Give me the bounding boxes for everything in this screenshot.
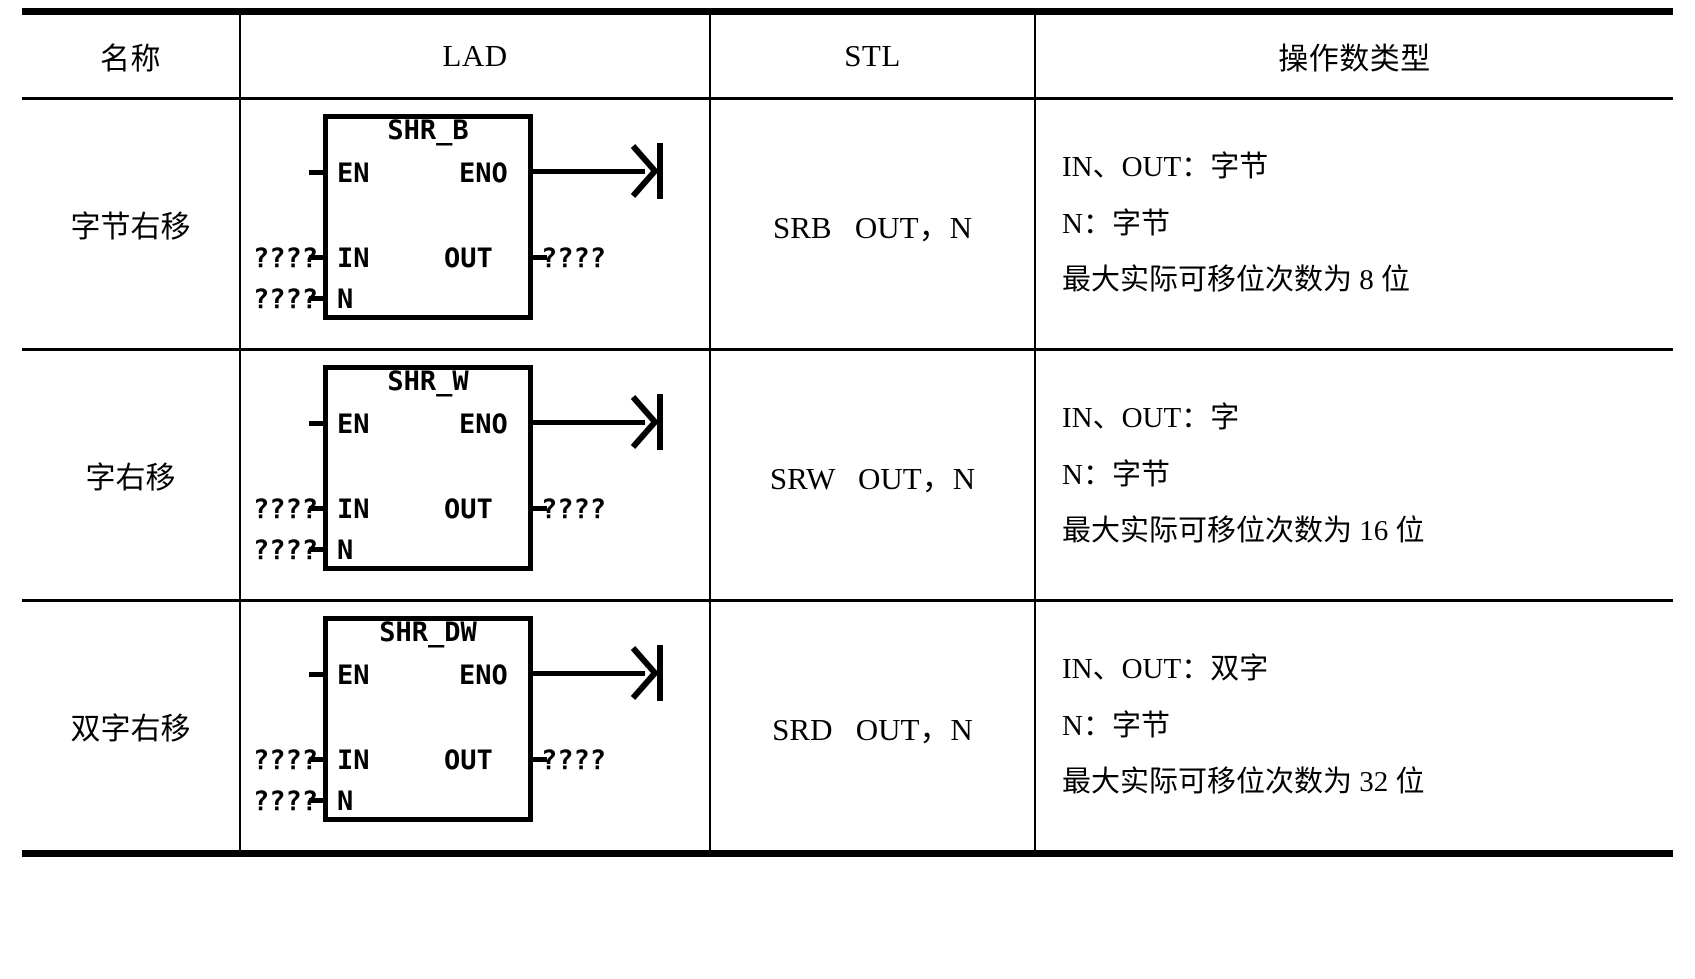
row-name-cell: 字右移	[22, 349, 241, 602]
operand-line: 最大实际可移位次数为 32 位	[1062, 766, 1425, 799]
row-stl-cell: SRB OUT，N	[709, 98, 1036, 351]
lad-arrow-icon	[630, 645, 663, 701]
lad-in-operand: ????	[253, 494, 319, 525]
lad-pin-en: EN	[337, 409, 370, 440]
lad-pin-en: EN	[337, 158, 370, 189]
lad-in-operand: ????	[253, 243, 319, 274]
row-lad-cell: SHR_DW EN ENO IN OUT N ???? ???? ????	[239, 600, 711, 857]
header-cell-stl: STL	[709, 8, 1036, 100]
header-name: 名称	[100, 43, 161, 76]
stl-instruction: SRD OUT，N	[772, 711, 973, 747]
lad-diagram: SHR_W EN ENO IN OUT N ???? ???? ????	[241, 351, 711, 599]
header-cell-name: 名称	[22, 8, 241, 100]
lad-pin-out: OUT	[444, 494, 493, 525]
row-stl-cell: SRW OUT，N	[709, 349, 1036, 602]
stl-instruction: SRW OUT，N	[769, 460, 976, 496]
lad-pin-n: N	[337, 535, 354, 566]
lad-function-block	[323, 114, 533, 320]
instruction-spec-table: 名称 LAD STL 操作数类型 字节右移 SHR_B EN E	[22, 8, 1673, 857]
lad-wire-en	[309, 170, 326, 175]
table-row: 双字右移 SHR_DW EN ENO IN OUT N ???? ???? ??…	[22, 600, 1673, 857]
row-operand-cell: IN、OUT：字节 N：字节 最大实际可移位次数为 8 位	[1034, 98, 1673, 351]
row-name-cell: 字节右移	[22, 98, 241, 351]
row-lad-cell: SHR_W EN ENO IN OUT N ???? ???? ????	[239, 349, 711, 602]
header-lad: LAD	[442, 38, 508, 73]
lad-wire-in	[309, 506, 326, 511]
lad-pin-n: N	[337, 786, 354, 817]
lad-wire-eno	[530, 671, 645, 676]
lad-wire-en	[309, 421, 326, 426]
instruction-name: 字右移	[85, 462, 176, 495]
operand-line: 最大实际可移位次数为 8 位	[1062, 264, 1411, 297]
table-row: 字节右移 SHR_B EN ENO IN OUT N ???? ???? ???…	[22, 98, 1673, 351]
lad-pin-eno: ENO	[459, 409, 508, 440]
lad-pin-en: EN	[337, 660, 370, 691]
lad-n-operand: ????	[253, 786, 319, 817]
lad-wire-in	[309, 757, 326, 762]
lad-wire-in	[309, 255, 326, 260]
header-cell-lad: LAD	[239, 8, 711, 100]
lad-n-operand: ????	[253, 535, 319, 566]
operand-line: N：字节	[1062, 458, 1170, 491]
lad-pin-n: N	[337, 284, 354, 315]
lad-pin-eno: ENO	[459, 158, 508, 189]
operand-type-list: IN、OUT：字节 N：字节 最大实际可移位次数为 8 位	[1036, 133, 1673, 315]
lad-in-operand: ????	[253, 745, 319, 776]
lad-out-operand: ????	[541, 243, 607, 274]
lad-function-block	[323, 616, 533, 822]
lad-diagram: SHR_B EN ENO IN OUT N ???? ???? ????	[241, 100, 711, 348]
lad-n-operand: ????	[253, 284, 319, 315]
table-row: 字右移 SHR_W EN ENO IN OUT N ???? ???? ????	[22, 349, 1673, 602]
lad-out-operand: ????	[541, 745, 607, 776]
lad-wire-n	[309, 798, 326, 803]
operand-type-list: IN、OUT：双字 N：字节 最大实际可移位次数为 32 位	[1036, 635, 1673, 817]
lad-arrow-icon	[630, 394, 663, 450]
row-operand-cell: IN、OUT：字 N：字节 最大实际可移位次数为 16 位	[1034, 349, 1673, 602]
header-operand-type: 操作数类型	[1278, 43, 1431, 76]
lad-block-title: SHR_W	[387, 366, 469, 397]
operand-line: N：字节	[1062, 207, 1170, 240]
row-lad-cell: SHR_B EN ENO IN OUT N ???? ???? ????	[239, 98, 711, 351]
lad-pin-in: IN	[337, 494, 370, 525]
operand-line: IN、OUT：字节	[1062, 151, 1269, 184]
operand-line: 最大实际可移位次数为 16 位	[1062, 515, 1425, 548]
lad-wire-en	[309, 672, 326, 677]
lad-pin-eno: ENO	[459, 660, 508, 691]
lad-wire-eno	[530, 420, 645, 425]
row-name-cell: 双字右移	[22, 600, 241, 857]
header-stl: STL	[844, 38, 901, 73]
operand-line: N：字节	[1062, 709, 1170, 742]
stl-instruction: SRB OUT，N	[773, 209, 972, 245]
lad-wire-n	[309, 547, 326, 552]
lad-diagram: SHR_DW EN ENO IN OUT N ???? ???? ????	[241, 602, 711, 850]
lad-wire-out	[530, 757, 547, 762]
header-cell-operand-type: 操作数类型	[1034, 8, 1673, 100]
operand-line: IN、OUT：双字	[1062, 653, 1269, 686]
operand-line: IN、OUT：字	[1062, 402, 1240, 435]
lad-pin-out: OUT	[444, 745, 493, 776]
row-stl-cell: SRD OUT，N	[709, 600, 1036, 857]
table-header-row: 名称 LAD STL 操作数类型	[22, 8, 1673, 100]
instruction-name: 字节右移	[70, 211, 191, 244]
lad-wire-n	[309, 296, 326, 301]
lad-wire-out	[530, 506, 547, 511]
instruction-name: 双字右移	[70, 713, 191, 746]
lad-wire-eno	[530, 169, 645, 174]
lad-block-title: SHR_B	[387, 115, 469, 146]
lad-block-title: SHR_DW	[379, 617, 477, 648]
lad-pin-out: OUT	[444, 243, 493, 274]
lad-arrow-icon	[630, 143, 663, 199]
lad-pin-in: IN	[337, 745, 370, 776]
lad-function-block	[323, 365, 533, 571]
lad-wire-out	[530, 255, 547, 260]
row-operand-cell: IN、OUT：双字 N：字节 最大实际可移位次数为 32 位	[1034, 600, 1673, 857]
lad-pin-in: IN	[337, 243, 370, 274]
operand-type-list: IN、OUT：字 N：字节 最大实际可移位次数为 16 位	[1036, 384, 1673, 566]
lad-out-operand: ????	[541, 494, 607, 525]
